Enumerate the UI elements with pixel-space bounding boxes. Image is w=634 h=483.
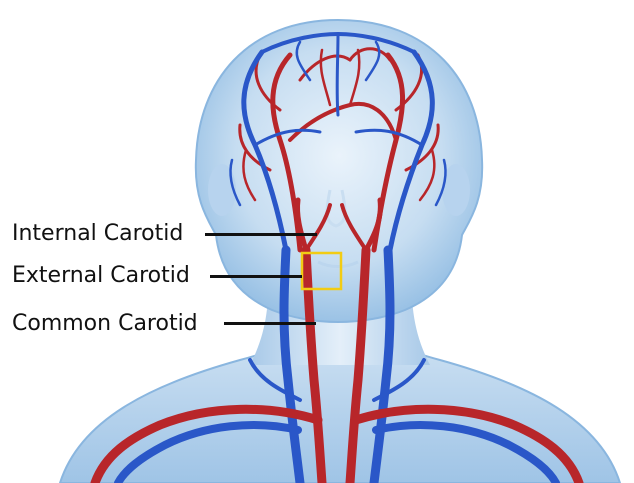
leader-internal-carotid bbox=[205, 233, 317, 236]
leader-external-carotid bbox=[210, 275, 302, 278]
left-ear bbox=[208, 164, 236, 216]
label-external-carotid: External Carotid bbox=[12, 262, 190, 290]
label-common-carotid: Common Carotid bbox=[12, 310, 198, 338]
leader-common-carotid bbox=[224, 322, 316, 325]
label-internal-carotid: Internal Carotid bbox=[12, 220, 183, 248]
